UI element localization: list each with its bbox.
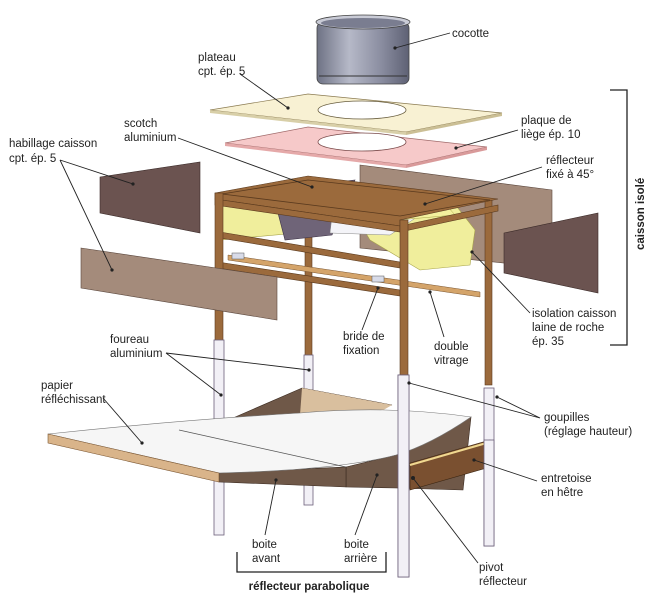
front-right-sleeve (397, 374, 410, 578)
back-right-sleeve (483, 439, 495, 547)
label-cocotte: cocotte (452, 28, 489, 40)
parabolic-reflector (47, 387, 491, 491)
caisson-frame (214, 175, 499, 386)
caisson-bracket (610, 89, 628, 346)
cocotte-pot (315, 14, 411, 85)
leader-lines (59, 32, 543, 564)
label-reflecteur-parabolique: réflecteur parabolique (249, 581, 370, 593)
label-goupilles: goupilles(réglage hauteur) (544, 412, 632, 438)
plateau-board (209, 93, 503, 135)
left-panel-front (80, 247, 278, 321)
left-panel-top (99, 161, 201, 234)
label-caisson-isole: caisson isolé (635, 178, 647, 250)
right-panel (503, 212, 599, 294)
reflector-bracket (236, 552, 387, 573)
cork-plate (224, 126, 488, 168)
